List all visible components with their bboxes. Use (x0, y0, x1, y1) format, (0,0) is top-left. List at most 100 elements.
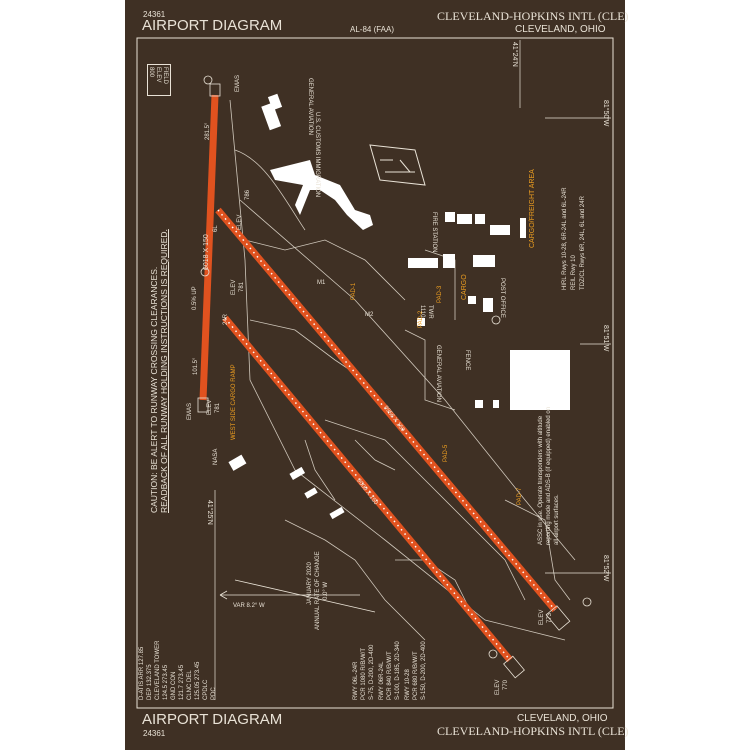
airport-diagram-poster: 24361 AIRPORT DIAGRAM AL-84 (FAA) CLEVEL… (125, 0, 629, 750)
concourse-outline (369, 144, 426, 186)
pad3-label: PAD-3 (437, 285, 443, 303)
emas-top-label: EMAS (235, 74, 241, 92)
west-elev-north-label: ELEV (237, 214, 243, 230)
freq-line: PDC (211, 687, 217, 700)
east-buildings (408, 212, 526, 408)
emas-main-box (503, 655, 525, 679)
west-elev-south-label: ELEV (207, 399, 213, 415)
main-elev-south-label: ELEV (495, 679, 501, 695)
strength-line: S-75, D-200, 2D-400 (369, 644, 375, 700)
fire-station-label: FIRE STATION (431, 212, 437, 253)
freq-line: CLEVELAND TOWER (155, 640, 161, 700)
west-heading-north: 281.5° (205, 122, 211, 140)
diagram-number-top: 24361 (143, 10, 166, 19)
m2-label: M2 (365, 312, 374, 318)
variation-arrows (219, 579, 376, 613)
freq-line: DEP 132.375 (147, 664, 153, 700)
field-elev-value: 800 (148, 67, 154, 78)
lat-label-south: 41°25'N (206, 500, 213, 525)
emas-top-box (209, 83, 221, 97)
east-elev-north-value: 781 (239, 281, 245, 292)
west-end-south: 24R (223, 313, 229, 325)
strength-line: S-100, D-185, 2D-340 (395, 641, 401, 700)
customs-label: U.S. CUSTOMS IMMIGRATION (314, 112, 320, 198)
asde-note: ASSC in use. Operate transponders with a… (538, 406, 560, 545)
field-elev-label: FIELD (162, 67, 168, 85)
title-bottom: AIRPORT DIAGRAM (142, 711, 283, 728)
m1-label: M1 (317, 280, 326, 286)
east-elev-north-label: ELEV (231, 279, 237, 295)
west-elev-north-value: 786 (245, 189, 251, 200)
city-bottom: CLEVELAND, OHIO (517, 713, 608, 724)
variation-rate: 0.0° W (323, 581, 329, 600)
pad2-label: PAD-2 (418, 310, 424, 328)
pad7-label: PAD-7 (517, 487, 523, 505)
strength-line: S-150, D-200, 2D-400 (421, 641, 427, 700)
caution-line-1: CAUTION: BE ALERT TO RUNWAY CROSSING CLE… (149, 266, 159, 513)
diagram-number-bottom: 24361 (143, 729, 166, 738)
freq-line: 125.05 273.45 (195, 661, 201, 700)
west-end-north: 6L (213, 225, 219, 232)
west-runway-dims: 6018 X 150 (203, 234, 210, 270)
runway-west (199, 94, 219, 401)
lat-label-north: 41°24'N (511, 42, 518, 67)
west-heading-south: 101.5° (193, 357, 199, 375)
twr-label: TWR (427, 305, 433, 319)
airport-name-top: CLEVELAND-HOPKINS INTL (CLE) (437, 9, 629, 23)
freq-line: GND CON (171, 671, 177, 700)
main-elev-south-value: 770 (503, 679, 509, 690)
general-aviation-hangar (510, 350, 570, 410)
freq-line: CLNC DEL (187, 670, 193, 700)
runway-east (215, 207, 558, 613)
west-buildings (228, 454, 345, 520)
pad1-label: PAD-1 (351, 282, 357, 300)
post-office-label: POST OFFICE (499, 278, 505, 318)
general-aviation-top-label: GENERAL AVIATION (307, 78, 313, 135)
strength-line: PCR 680 R/B/W/T (413, 651, 419, 700)
hirl-note: HIRL Rwys 10-28, 6R-24L and 6L-24R (562, 187, 568, 290)
airport-name-bottom: CLEVELAND-HOPKINS INTL (CLE) (437, 724, 629, 738)
strength-line: RWY 10-28 (405, 669, 411, 700)
field-elevation-box: FIELD ELEV 800 (147, 64, 171, 96)
fence-label: FENCE (464, 350, 470, 371)
lon-label-mid: 81°51'W (602, 325, 609, 352)
emas-east-box (545, 605, 571, 631)
runway-main (222, 315, 513, 663)
variation-date: JANUARY 2020 (307, 562, 313, 605)
freq-line: CPDLC (203, 679, 209, 700)
emas-bottom-box (197, 397, 209, 413)
west-side-cargo-label: WEST SIDE CARGO RAMP (231, 364, 237, 440)
cargo-freight-label: CARGO/FREIGHT AREA (529, 169, 536, 248)
strength-line: PCR 1080 R/B/W/T (361, 647, 367, 700)
lon-label-bottom: 81°52'W (602, 555, 609, 582)
caution-line-2: READBACK OF ALL RUNWAY HOLDING INSTRUCTI… (159, 229, 169, 513)
west-elev-south-value: 781 (215, 402, 221, 413)
tdz-note: TDZ/CL Rwys 6R, 24L, 6L and 24R (580, 196, 586, 290)
east-elev-south-label: ELEV (539, 609, 545, 625)
freq-line: 121.7 273.45 (179, 664, 185, 700)
diagram-frame (136, 37, 614, 709)
east-elev-south-value: 773 (547, 612, 553, 623)
cargo-label: CARGO (461, 274, 468, 300)
field-elev-label2: ELEV (155, 67, 161, 83)
freq-line: 124.5 273.45 (163, 664, 169, 700)
strength-line: PCR 840 R/B/W/T (387, 651, 393, 700)
freq-line: D-ATIS ARR 127.85 (139, 646, 145, 700)
diagram-graphics (136, 37, 614, 709)
general-aviation-mid-label: GENERAL AVIATION (435, 345, 441, 402)
strength-line: RWY 06L-24R (353, 661, 359, 700)
title-top: AIRPORT DIAGRAM (142, 17, 283, 34)
nasa-label: NASA (213, 448, 219, 465)
pad5-label: PAD-5 (443, 444, 449, 462)
procedure-code: AL-84 (FAA) (350, 25, 395, 34)
lon-label-top: 81°50'W (602, 100, 609, 127)
city-top: CLEVELAND, OHIO (515, 24, 606, 35)
reil-note: REIL Rwy 10 (571, 255, 577, 290)
terminal-building (261, 93, 373, 230)
strength-line: RWY 06R-24L (379, 661, 385, 700)
west-grade: 0.5% UP (192, 286, 198, 310)
hot-spot-circles (200, 75, 592, 659)
variation-rate-label: ANNUAL RATE OF CHANGE (315, 551, 321, 630)
variation-var: VAR 8.2° W (233, 603, 265, 609)
emas-bottom-label: EMAS (187, 402, 193, 420)
